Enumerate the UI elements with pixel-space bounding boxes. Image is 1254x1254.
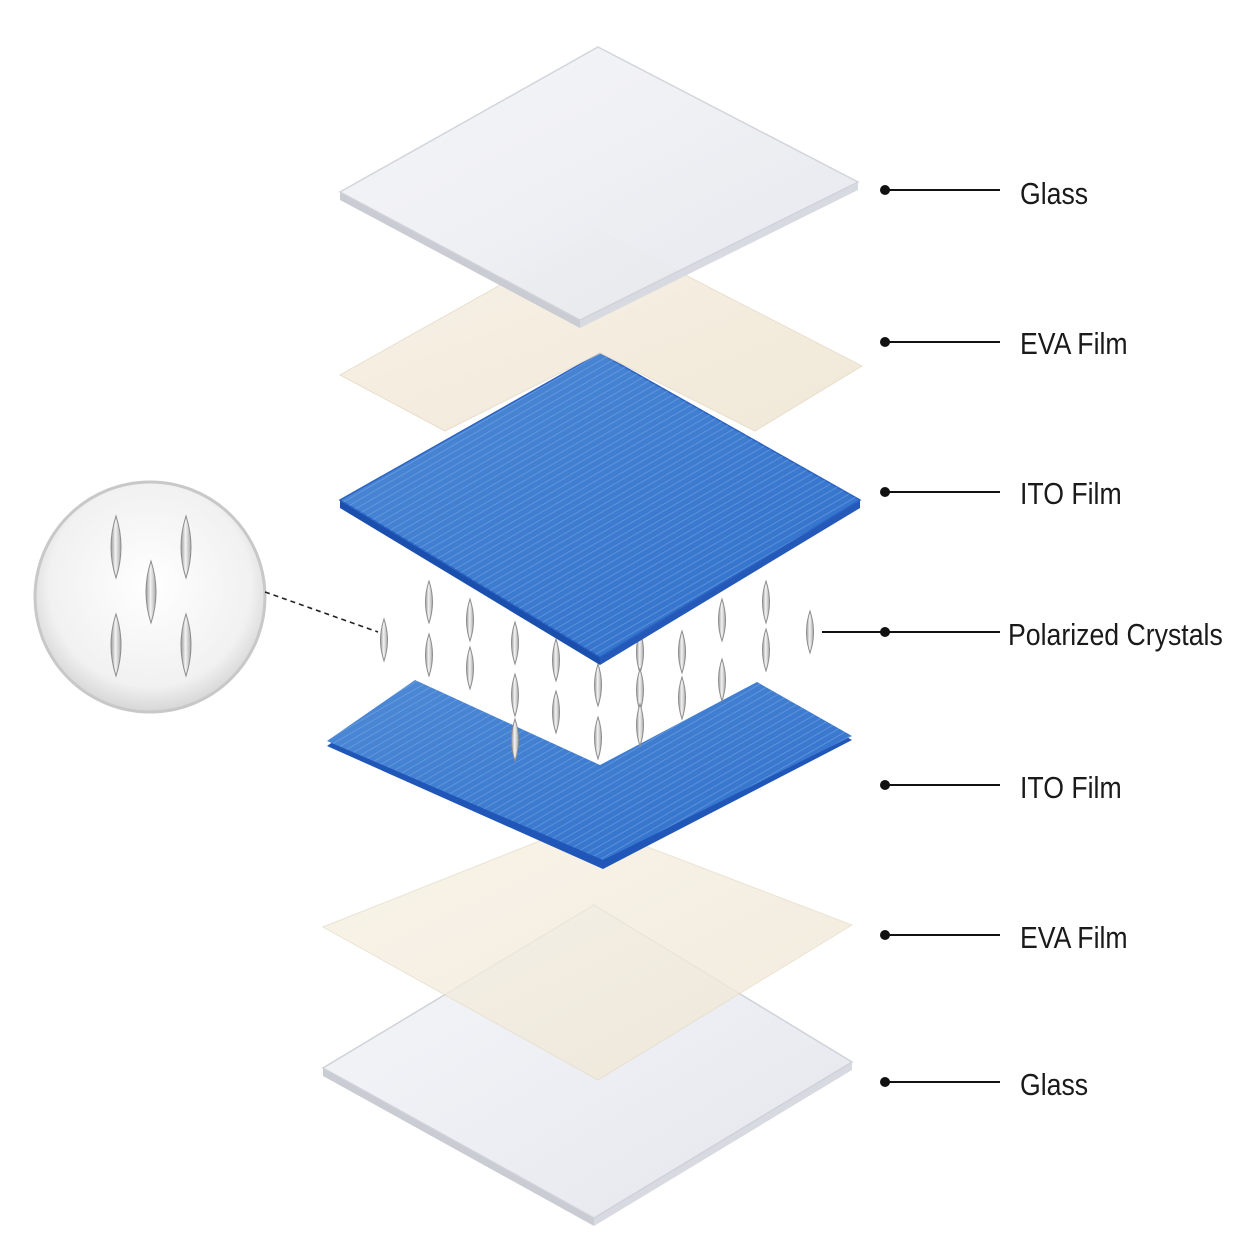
label-text: Glass [1020, 177, 1088, 211]
ito-bottom-layer [327, 680, 852, 869]
crystal-shape [594, 715, 602, 761]
label-text: EVA Film [1020, 921, 1128, 955]
magnifier-leader-line [264, 591, 379, 633]
label-text: EVA Film [1020, 327, 1128, 361]
eva-bottom-layer [321, 822, 854, 1081]
crystal-shape [110, 612, 122, 678]
crystal-shape [511, 672, 519, 718]
crystal-shape [762, 579, 770, 625]
label-text: Polarized Crystals [1008, 618, 1223, 652]
glass-top-layer [338, 46, 860, 328]
layer-labels: Glass EVA Film ITO Film Polarized Crysta… [822, 177, 1223, 1103]
crystal-shape [380, 617, 388, 663]
eva-top-layer [338, 229, 864, 432]
crystal-shape [718, 657, 726, 703]
crystal-shape [762, 627, 770, 673]
magnified-crystal-group [110, 514, 192, 678]
label-ito-top: ITO Film [880, 477, 1122, 512]
crystal-shape [110, 514, 122, 580]
crystal-shape [678, 629, 686, 675]
crystal-shape [180, 514, 192, 580]
label-ito-bottom: ITO Film [880, 771, 1122, 806]
crystal-shape [145, 559, 157, 625]
crystal-shape [466, 645, 474, 691]
label-crystals: Polarized Crystals [822, 618, 1223, 653]
crystal-shape [425, 579, 433, 625]
crystal-shape [511, 620, 519, 666]
crystal-shape [806, 609, 814, 655]
label-text: ITO Film [1020, 771, 1122, 805]
label-glass-top: Glass [880, 177, 1088, 212]
crystal-shape [511, 717, 519, 763]
label-text: ITO Film [1020, 477, 1122, 511]
ito-top-layer [338, 352, 862, 665]
crystal-shape [718, 597, 726, 643]
crystal-shape [594, 662, 602, 708]
magnified-crystals-inset [33, 480, 379, 714]
crystal-shape [180, 612, 192, 678]
label-dot [880, 627, 890, 637]
crystal-shape [678, 675, 686, 721]
polarized-crystals-field [380, 579, 814, 763]
crystal-shape [552, 637, 560, 683]
label-glass-bottom: Glass [880, 1068, 1088, 1103]
label-eva-bottom: EVA Film [880, 921, 1128, 956]
crystal-shape [552, 689, 560, 735]
crystal-shape [425, 632, 433, 678]
label-text: Glass [1020, 1068, 1088, 1102]
crystal-shape [636, 702, 644, 748]
crystal-shape [466, 597, 474, 643]
label-eva-top: EVA Film [880, 327, 1128, 362]
